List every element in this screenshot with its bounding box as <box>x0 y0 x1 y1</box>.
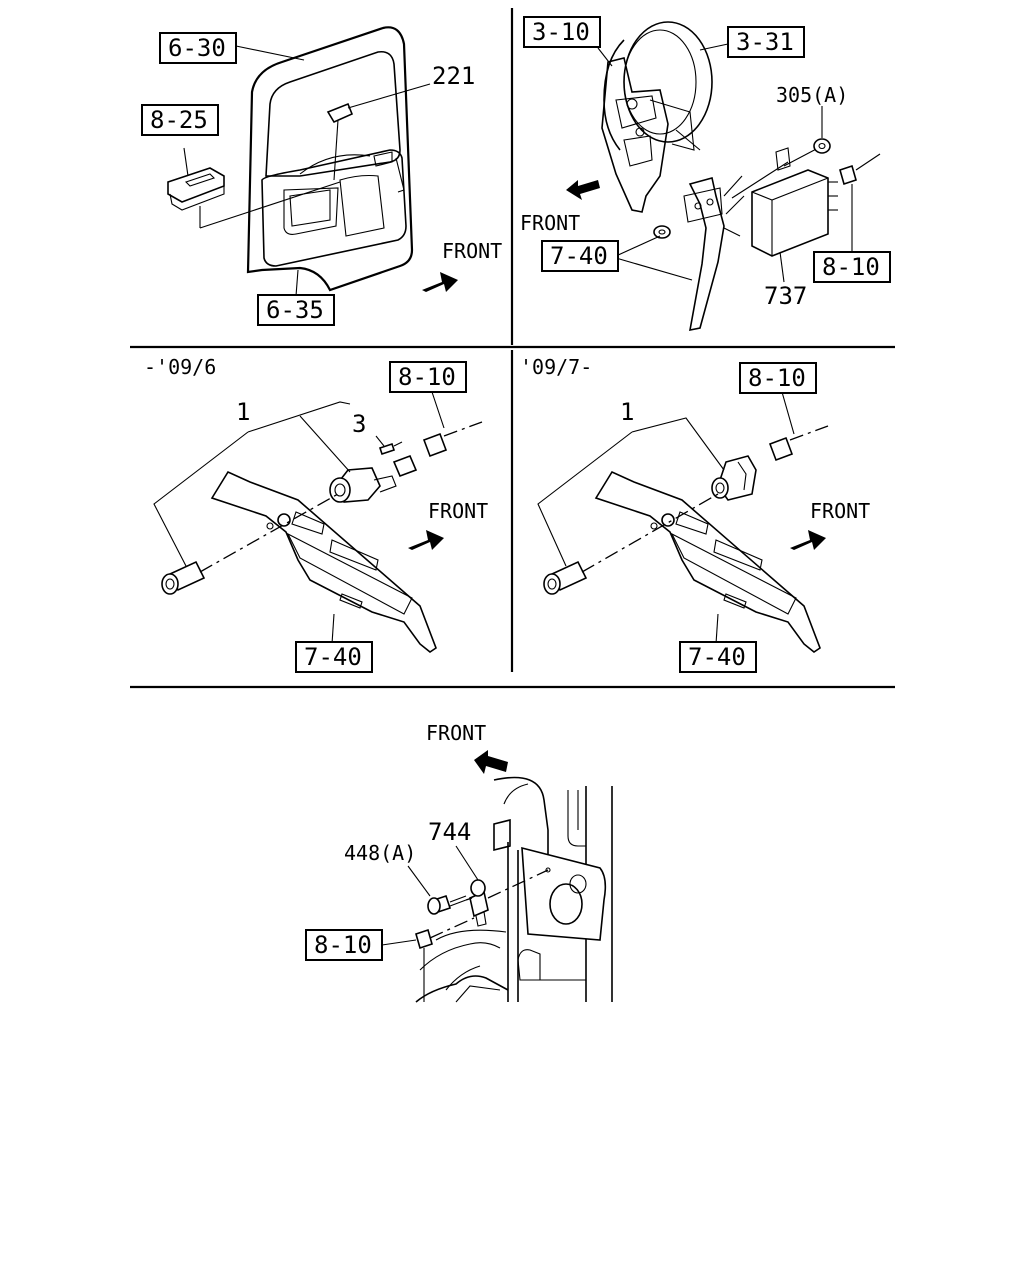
door-window <box>265 50 401 177</box>
door-ref-8-25: 8-25 <box>141 104 219 136</box>
pedal-front-label: FRONT <box>520 211 580 235</box>
pedal-part-305a: 305(A) <box>776 83 848 107</box>
late-harness-ref-label: 8-10 <box>748 364 806 392</box>
late-ref-8-10: 8-10 <box>739 362 817 394</box>
pedal-part-737: 737 <box>764 282 807 310</box>
panel-dividers <box>130 8 895 689</box>
early-part-1: 1 <box>236 398 250 426</box>
controller-box <box>751 169 829 257</box>
pedal-connector <box>839 164 857 186</box>
sensor-panel <box>407 776 613 1003</box>
late-panel-ref-label: 7-40 <box>688 643 746 671</box>
door-ref-6-30: 6-30 <box>159 32 237 64</box>
early-front-arrow-icon <box>408 530 444 550</box>
early-harness-connector <box>422 432 448 458</box>
late-part-1: 1 <box>620 398 634 426</box>
door-front-arrow-icon <box>422 272 458 292</box>
door-front-label: FRONT <box>442 239 502 263</box>
door-ref-label: 6-30 <box>168 34 226 62</box>
door-panel <box>167 26 431 297</box>
mirror-switch-shape <box>326 102 354 124</box>
lighter-late-panel <box>537 391 829 653</box>
door-ref-6-35: 6-35 <box>257 294 335 326</box>
switch-ref-label: 8-25 <box>150 106 208 134</box>
early-part-3: 3 <box>352 410 366 438</box>
sensor-part-448a: 448(A) <box>344 841 416 865</box>
early-date-range: -'09/6 <box>144 355 216 379</box>
booster-unit-ref-label: 3-31 <box>736 28 794 56</box>
early-dash-panel <box>210 470 437 653</box>
early-lighter-element <box>378 442 396 456</box>
pedal-ref-3-31: 3-31 <box>727 26 805 58</box>
harness-ref-label: 8-10 <box>822 253 880 281</box>
early-panel-ref-label: 7-40 <box>304 643 362 671</box>
early-ref-8-10: 8-10 <box>389 361 467 393</box>
door-frame <box>246 26 414 292</box>
sensor-harness-connector <box>415 928 433 950</box>
lighter-early-panel <box>153 391 483 653</box>
early-harness-ref-label: 8-10 <box>398 363 456 391</box>
booster-ref-label: 3-10 <box>532 18 590 46</box>
sensor-ref-8-10: 8-10 <box>305 929 383 961</box>
late-date-range: '09/7- <box>520 355 592 379</box>
late-front-arrow-icon <box>790 530 826 550</box>
pedal-ref-3-10: 3-10 <box>523 16 601 48</box>
sensor-bracket-plate <box>521 846 607 941</box>
door-part-221: 221 <box>432 62 475 90</box>
pedal-panel <box>597 21 881 332</box>
sensor-part-744: 744 <box>428 818 471 846</box>
sensor-harness-ref-label: 8-10 <box>314 931 372 959</box>
early-ref-7-40: 7-40 <box>295 641 373 673</box>
late-front-label: FRONT <box>810 499 870 523</box>
bracket-ref-label: 7-40 <box>550 242 608 270</box>
pedal-ref-8-10: 8-10 <box>813 251 891 283</box>
sensor-front-arrow-icon <box>474 750 508 774</box>
early-front-label: FRONT <box>428 499 488 523</box>
late-harness-connector <box>768 436 794 462</box>
pedal-ref-7-40: 7-40 <box>541 240 619 272</box>
pedal-front-arrow-icon <box>566 180 600 200</box>
trim-ref-label: 6-35 <box>266 296 324 324</box>
pedal-bracket <box>601 57 669 213</box>
late-dash-panel <box>594 470 821 653</box>
pedal-arm <box>688 177 725 332</box>
door-trim-inner <box>261 149 407 267</box>
sensor-front-label: FRONT <box>426 721 486 745</box>
late-ref-7-40: 7-40 <box>679 641 757 673</box>
